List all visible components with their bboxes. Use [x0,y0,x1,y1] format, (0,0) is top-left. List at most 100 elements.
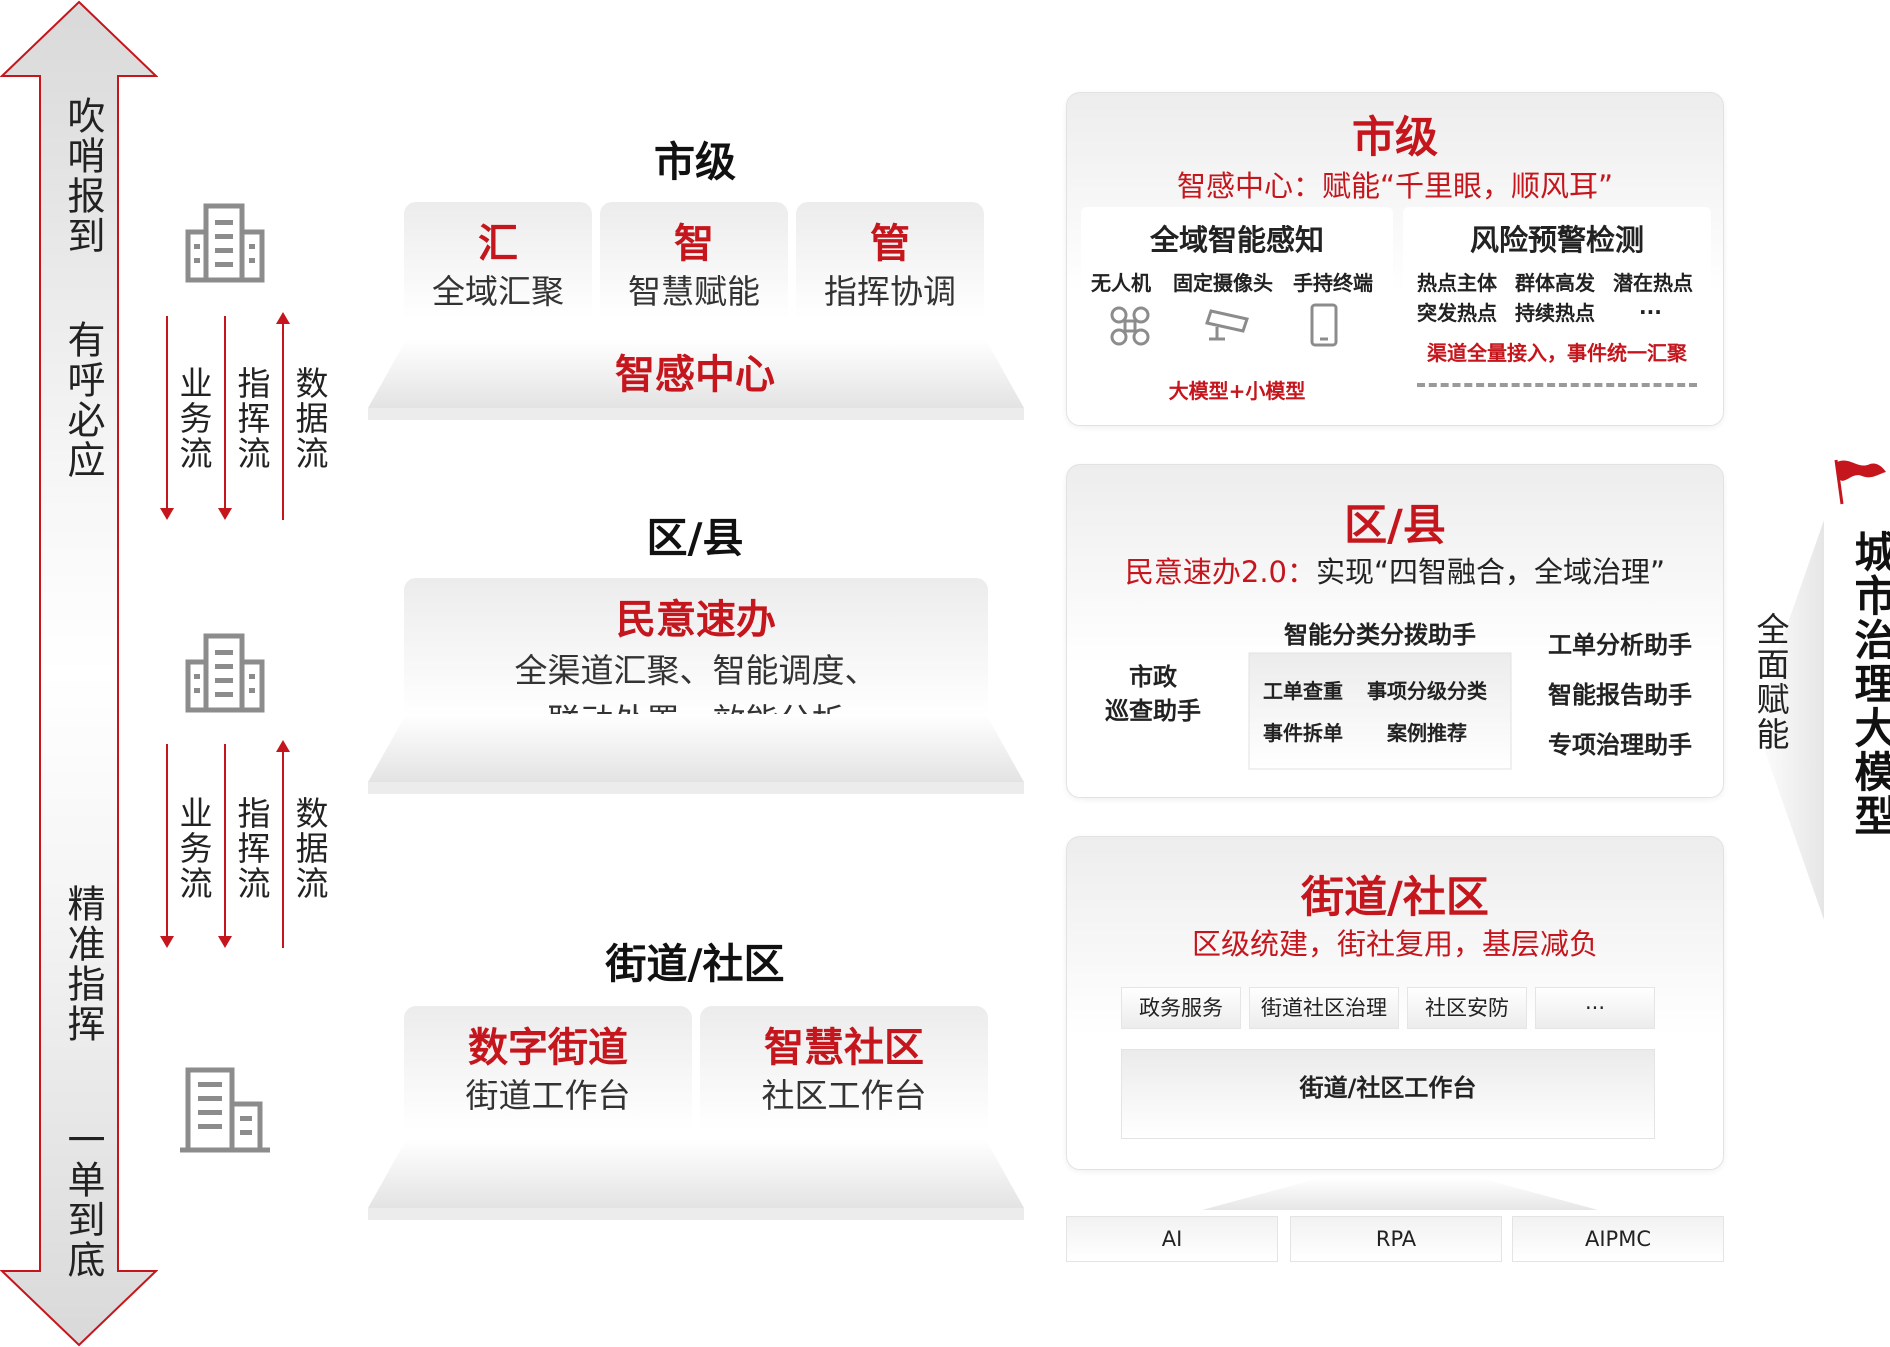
patrol-label-1: 市政 [1129,663,1177,691]
middle-city-block-1: 汇 全域汇聚 [404,202,592,358]
arrow-down-icon [218,936,232,948]
block-sub: 智慧赋能 [628,272,760,311]
device-label: 固定摄像头 [1173,271,1273,295]
street-block-sub: 社区工作台 [761,1076,927,1115]
dispatch-title: 智能分类分拨助手 [1284,621,1476,649]
arrow-up-icon [276,740,290,752]
flow-label-command: 指挥流 [232,796,271,901]
building-icon [185,633,265,713]
arrow-label-bottom-1: 精准指挥 [61,884,105,1044]
arrow-down-icon [160,936,174,948]
patrol-label-2: 巡查助手 [1105,697,1201,725]
assistant-item: 专项治理助手 [1548,731,1692,759]
street-block-sub: 街道工作台 [465,1076,631,1115]
middle-district-title: 区/县 [646,514,744,562]
arrow-down-icon [218,508,232,520]
platform-plate [368,714,1024,794]
flow-line-down [224,744,226,942]
assistant-item: 工单分析助手 [1548,631,1692,659]
assistant-item: 智能报告助手 [1548,681,1692,709]
service-chip: ··· [1535,987,1655,1029]
dispatch-item: 工单查重 [1263,679,1343,703]
block-sub: 全域汇聚 [432,272,564,311]
risk-footer: 渠道全量接入，事件统一汇聚 [1427,341,1687,365]
right-city-subtitle: 智感中心：赋能“千里眼，顺风耳” [1176,169,1614,203]
building-icon [180,1067,270,1153]
device-label: 无人机 [1091,271,1151,295]
flag-icon [1834,459,1886,505]
right-district-panel: 区/县 民意速办2.0：实现“四智融合，全域治理” 市政 巡查助手 智能分类分拨… [1066,464,1724,798]
dispatch-item: 案例推荐 [1387,721,1467,745]
subtitle-red: 民意速办2.0 [1124,555,1288,589]
double-arrow [0,0,158,1347]
drone-icon [1110,306,1150,346]
base-rpa: RPA [1290,1216,1502,1262]
perception-title: 全域智能感知 [1149,223,1324,257]
flow-line-up [282,322,284,520]
middle-street-title: 街道/社区 [605,940,785,988]
risk-item: 群体高发 [1515,271,1595,295]
base-aipmc: AIPMC [1512,1216,1724,1262]
risk-item: 热点主体 [1417,271,1497,295]
flow-line-up [282,750,284,948]
risk-item: ... [1639,295,1662,319]
phone-icon [1310,303,1338,347]
middle-city-center: 智感中心 [615,352,775,398]
risk-item: 持续热点 [1515,301,1595,325]
risk-box: 风险预警检测 热点主体 群体高发 潜在热点 突发热点 持续热点 ... 渠道全量… [1403,207,1711,407]
side-wedge [1754,520,1824,920]
base-glow [1202,1178,1598,1210]
arrow-label-top-1: 吹哨报到 [61,96,105,256]
side-sub: 全面赋能 [1751,612,1790,752]
street-block-head: 智慧社区 [764,1025,924,1071]
service-chip: 政务服务 [1121,987,1241,1029]
risk-item: 突发热点 [1417,301,1497,325]
flow-label-business: 业务流 [174,366,213,471]
arrow-label-top-2: 有呼必应 [61,320,105,480]
middle-city-title: 市级 [654,138,736,186]
subtitle-black: 实现“四智融合，全域治理” [1316,555,1666,589]
building-icon [185,203,265,283]
block-head: 汇 [478,221,518,267]
flow-line-down [166,316,168,514]
block-head: 智 [674,221,714,267]
right-street-subtitle: 区级统建，街社复用，基层减负 [1191,927,1598,961]
camera-icon [1205,309,1249,341]
perception-box: 全域智能感知 无人机 固定摄像头 手持终端 大模型+小模型 [1081,207,1393,407]
base-ai: AI [1066,1216,1278,1262]
dashed-divider [1417,383,1697,387]
dispatch-stage [1248,652,1512,770]
right-street-panel: 街道/社区 区级统建，街社复用，基层减负 政务服务 街道社区治理 社区安防 ··… [1066,836,1724,1170]
block-head: 管 [870,221,910,267]
flow-label-data: 数据流 [290,366,329,471]
street-block-head: 数字街道 [468,1025,628,1071]
right-city-title: 市级 [1352,113,1438,163]
district-line-1: 全渠道汇聚、智能调度、 [514,651,878,690]
service-chip: 街道社区治理 [1249,987,1399,1029]
middle-city-block-2: 智 智慧赋能 [600,202,788,358]
model-label: 大模型+小模型 [1168,379,1306,403]
arrow-label-bottom-2: 一单到底 [61,1120,105,1280]
side-title: 城市治理大模型 [1848,530,1890,838]
flow-label-command: 指挥流 [232,366,271,471]
right-street-title: 街道/社区 [1301,873,1489,923]
risk-item: 潜在热点 [1613,271,1693,295]
arrow-up-icon [276,312,290,324]
flow-line-down [166,744,168,942]
flow-label-data: 数据流 [290,796,329,901]
risk-title: 风险预警检测 [1469,223,1644,257]
middle-city-block-3: 管 指挥协调 [796,202,984,358]
street-workbench: 街道/社区工作台 [1121,1049,1655,1139]
platform-plate [368,1140,1024,1220]
district-head: 民意速办 [616,597,776,643]
right-district-title: 区/县 [1344,501,1446,551]
flow-label-business: 业务流 [174,796,213,901]
right-district-subtitle: 民意速办2.0：实现“四智融合，全域治理” [1067,549,1723,591]
dispatch-item: 事件拆单 [1263,721,1343,745]
service-chip: 社区安防 [1407,987,1527,1029]
right-city-panel: 市级 智感中心：赋能“千里眼，顺风耳” 全域智能感知 无人机 固定摄像头 手持终… [1066,92,1724,426]
flow-line-down [224,316,226,514]
dispatch-item: 事项分级分类 [1367,679,1487,703]
platform-plate [368,340,1024,420]
block-sub: 指挥协调 [824,272,956,311]
